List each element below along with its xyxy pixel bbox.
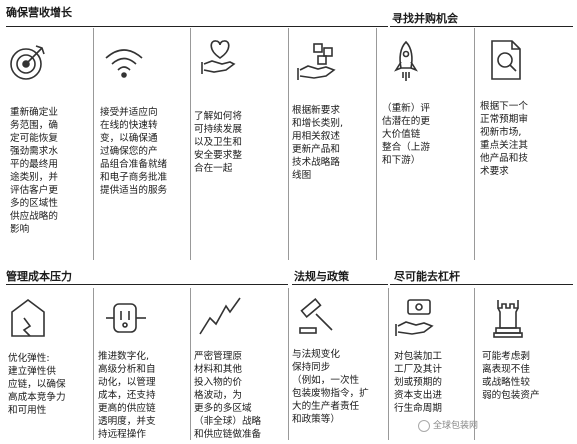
column-divider <box>474 288 475 440</box>
column-divider <box>190 288 191 440</box>
column-divider <box>93 28 94 260</box>
section-divider <box>390 26 573 27</box>
description-text: 接受并适应向 在线的快速转 变，以确保通 过确保您的产 品组合准备就绪 和电子商… <box>100 107 168 196</box>
description-text: （重新）评 估潜在的更 大价值链 整合（上游 和下游） <box>382 103 430 166</box>
rocket-icon <box>384 40 428 84</box>
section-title-leverage: 尽可能去杠杆 <box>394 270 460 283</box>
section-title-ensure-growth: 确保营收增长 <box>6 6 72 19</box>
trend-line-icon <box>198 292 242 336</box>
heart-hand-icon <box>198 36 242 80</box>
watermark-logo-icon <box>418 419 430 432</box>
column-divider <box>376 28 377 260</box>
hand-boxes-icon <box>296 40 340 84</box>
section-title-regulation: 法规与政策 <box>294 270 349 283</box>
section-title-manage-cost: 管理成本压力 <box>6 270 72 283</box>
description-text: 根据新要求 和增长类别, 用相关叙述 更新产品和 技术战略路 线图 <box>292 105 344 181</box>
watermark-text: 全球包装网 <box>433 421 479 431</box>
description-text: 与法规变化 保持同步 （例如，一次性 包装废物指令，扩 大的生产者责任 和政策等… <box>292 349 369 425</box>
section-divider <box>390 284 573 285</box>
description-text: 严密管理原 材料和其他 投入物的价 格波动，为 更多的多区域 （非全球）战略 和… <box>194 351 262 440</box>
chess-rook-icon <box>486 296 530 340</box>
column-divider <box>190 28 191 260</box>
column-divider <box>93 288 94 440</box>
description-text: 根据下一个 正常预期审 视新市场, 重点关注其 他产品和技 术要求 <box>480 101 528 177</box>
target-icon <box>6 40 50 84</box>
watermark: 全球包装网 <box>418 418 478 432</box>
description-text: 重新确定业 务范围，确 定可能恢复 强劲需求水 平的最终用 途类别，并 评估客户… <box>10 107 58 235</box>
description-text: 可能考虑剥 离表现不佳 或战略性较 弱的包装资产 <box>482 351 540 401</box>
section-divider <box>6 26 388 27</box>
house-icon <box>6 296 50 340</box>
column-divider <box>474 28 475 260</box>
column-divider <box>288 28 289 260</box>
column-divider <box>288 288 289 440</box>
description-text: 推进数字化, 高级分析和自 动化，以管理 成本，还支持 更高的供应链 透明度，并… <box>98 351 156 440</box>
description-text: 了解如何将 可持续发展 以及卫生和 安全要求整 合在一起 <box>194 111 242 174</box>
section-divider <box>292 284 388 285</box>
document-search-icon <box>484 38 528 82</box>
description-text: 优化弹性: 建立弹性供 应链，以确保 高成本竞争力 和可用性 <box>8 353 66 416</box>
gavel-icon <box>296 294 340 338</box>
description-text: 对包装加工 工厂及其计 划或预期的 资本支出进 行生命周期 <box>394 351 442 414</box>
wifi-icon <box>102 40 146 84</box>
section-divider <box>6 284 288 285</box>
hand-money-icon <box>394 296 438 340</box>
plug-icon <box>104 296 148 340</box>
column-divider <box>388 288 389 440</box>
section-title-find-acquisition: 寻找并购机会 <box>392 12 458 25</box>
